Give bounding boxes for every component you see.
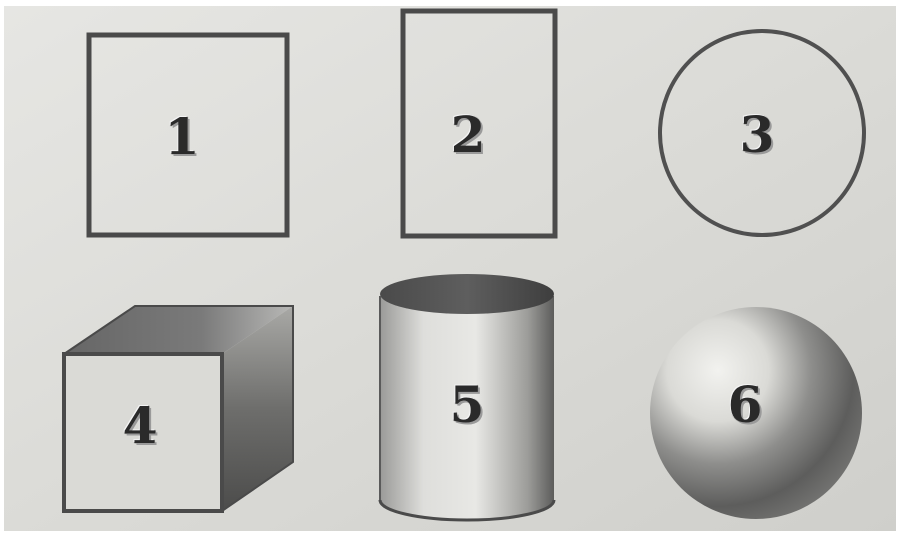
- label-2: 2: [428, 105, 508, 165]
- label-4: 4: [100, 396, 180, 456]
- label-5: 5: [427, 375, 507, 435]
- label-3: 3: [717, 105, 797, 165]
- label-1: 1: [142, 107, 222, 167]
- label-6: 6: [705, 375, 785, 435]
